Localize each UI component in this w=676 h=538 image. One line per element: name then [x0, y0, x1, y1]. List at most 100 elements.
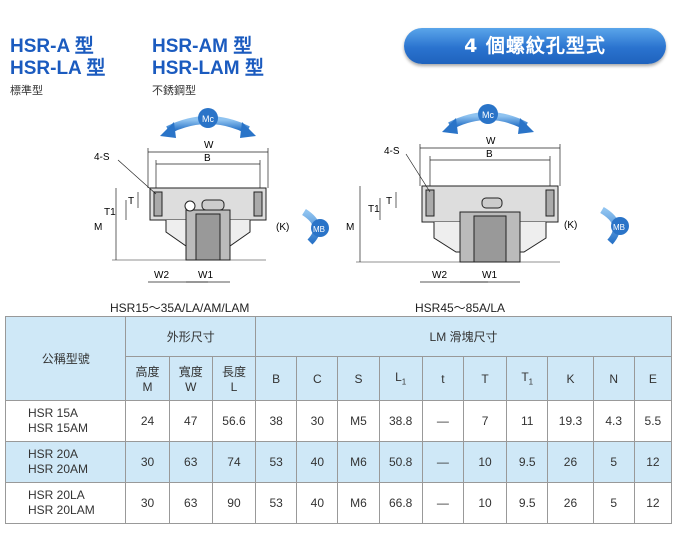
- value-cell: M5: [337, 400, 380, 442]
- model-name: HSR 20LA: [28, 488, 85, 502]
- value-cell: 38.8: [378, 400, 423, 442]
- model-name: HSR 20LAM: [28, 503, 95, 517]
- svg-text:Mc: Mc: [482, 110, 494, 120]
- value-cell: 5: [592, 441, 635, 483]
- header-col-n: N: [592, 356, 635, 401]
- value-cell: 26: [547, 441, 594, 483]
- svg-text:W1: W1: [198, 270, 213, 281]
- svg-text:4-S: 4-S: [94, 152, 110, 163]
- subtitle-standard: 標準型: [10, 84, 43, 97]
- header-lm-block-dimensions: LM 滑塊尺寸: [255, 316, 672, 357]
- svg-text:W: W: [204, 140, 214, 151]
- subtitle-stainless: 不銹鋼型: [152, 84, 196, 97]
- caption-right: HSR45～85A/LA: [415, 301, 506, 315]
- header-col-s: S: [337, 356, 380, 401]
- value-cell: 30: [125, 441, 170, 483]
- svg-text:W2: W2: [432, 270, 447, 281]
- svg-text:(K): (K): [564, 220, 577, 231]
- drawing-right: Mc W B 4-S M T1 T W2 W1 (K) MB: [346, 104, 629, 283]
- svg-text:W1: W1: [482, 270, 497, 281]
- svg-text:B: B: [486, 149, 493, 160]
- value-cell: 50.8: [378, 441, 423, 483]
- header-outer-dimensions: 外形尺寸: [125, 316, 257, 357]
- title-hsr-la: HSR-LA 型: [10, 58, 106, 79]
- model-name: HSR 15A: [28, 406, 79, 420]
- value-cell: 30: [125, 482, 170, 524]
- header-col-e: E: [633, 356, 673, 401]
- value-cell: 47: [168, 400, 213, 442]
- value-cell: 4.3: [592, 400, 635, 442]
- value-cell: —: [421, 441, 464, 483]
- svg-text:W2: W2: [154, 270, 169, 281]
- svg-text:M: M: [346, 222, 354, 233]
- value-cell: 9.5: [506, 482, 549, 524]
- value-cell: 53: [255, 441, 298, 483]
- value-cell: 11: [506, 400, 549, 442]
- header-col-k: K: [547, 356, 594, 401]
- header-col-t-small: t: [421, 356, 464, 401]
- svg-text:W: W: [486, 136, 496, 147]
- type-banner: 4 個螺紋孔型式: [404, 28, 666, 64]
- svg-text:B: B: [204, 153, 211, 164]
- value-cell: 26: [547, 482, 594, 524]
- svg-text:T1: T1: [104, 207, 116, 218]
- model-name: HSR 20AM: [28, 462, 89, 476]
- value-cell: 53: [255, 482, 298, 524]
- header-col-l1: L1: [378, 356, 423, 401]
- value-cell: 12: [633, 441, 673, 483]
- header-col-t: T: [462, 356, 508, 401]
- svg-text:T: T: [386, 196, 392, 207]
- title-hsr-a: HSR-A 型: [10, 36, 94, 57]
- value-cell: 9.5: [506, 441, 549, 483]
- value-cell: —: [421, 482, 464, 524]
- svg-text:(K): (K): [276, 222, 289, 233]
- value-cell: 74: [211, 441, 257, 483]
- title-hsr-am: HSR-AM 型: [152, 36, 253, 57]
- svg-text:4-S: 4-S: [384, 146, 400, 157]
- mb-moment-icon: [611, 217, 629, 235]
- header-col-c: C: [296, 356, 339, 401]
- value-cell: 40: [296, 482, 339, 524]
- value-cell: 5: [592, 482, 635, 524]
- value-cell: 63: [168, 482, 213, 524]
- svg-text:M: M: [94, 222, 102, 233]
- value-cell: 19.3: [547, 400, 594, 442]
- value-cell: 24: [125, 400, 170, 442]
- value-cell: 40: [296, 441, 339, 483]
- svg-text:Mc: Mc: [202, 114, 214, 124]
- value-cell: 10: [462, 482, 508, 524]
- header-col-b: B: [255, 356, 298, 401]
- drawing-left: Mc W B 4-S M T1 T W2 W1 (K) MB: [94, 108, 329, 283]
- header-col-t1: T1: [506, 356, 549, 401]
- value-cell: 66.8: [378, 482, 423, 524]
- mc-moment-icon: [478, 104, 498, 124]
- value-cell: 7: [462, 400, 508, 442]
- value-cell: 63: [168, 441, 213, 483]
- value-cell: 90: [211, 482, 257, 524]
- model-name: HSR 20A: [28, 447, 79, 461]
- value-cell: 5.5: [633, 400, 673, 442]
- svg-text:MB: MB: [613, 223, 625, 232]
- svg-text:T: T: [128, 196, 134, 207]
- value-cell: 38: [255, 400, 298, 442]
- value-cell: 10: [462, 441, 508, 483]
- svg-text:MB: MB: [313, 225, 325, 234]
- title-hsr-lam: HSR-LAM 型: [152, 58, 264, 79]
- mc-moment-icon: [198, 108, 218, 128]
- header-model: 公稱型號: [4, 316, 127, 401]
- caption-left: HSR15～35A/LA/AM/LAM: [110, 301, 250, 315]
- value-cell: 12: [633, 482, 673, 524]
- value-cell: M6: [337, 482, 380, 524]
- value-cell: 56.6: [211, 400, 257, 442]
- value-cell: —: [421, 400, 464, 442]
- mb-moment-icon: [311, 219, 329, 237]
- value-cell: M6: [337, 441, 380, 483]
